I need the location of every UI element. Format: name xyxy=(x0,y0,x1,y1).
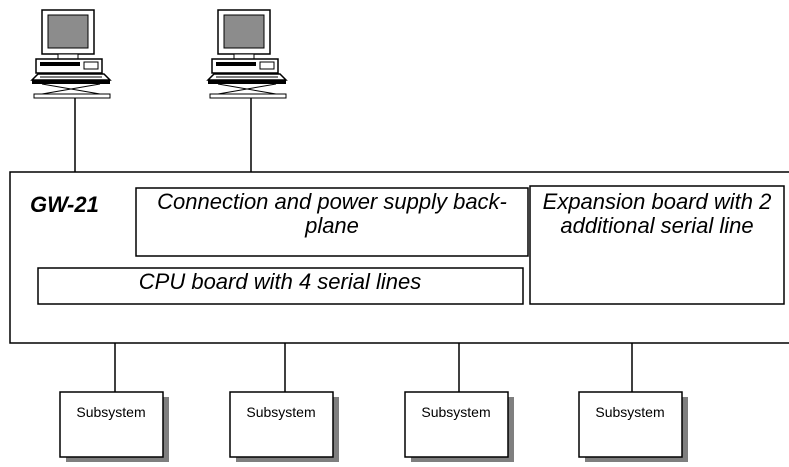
computer-workstation-icon xyxy=(30,9,112,99)
gateway-title: GW-21 xyxy=(30,192,99,217)
cpu-board-label: CPU board with 4 serial lines xyxy=(138,269,422,294)
expansion-board xyxy=(529,185,785,305)
subsystem-box-3 xyxy=(404,391,514,462)
backplane-board xyxy=(135,187,529,257)
cpu-board xyxy=(37,267,524,305)
backplane-label: Connection and power supply back-plane xyxy=(157,189,507,239)
subsystem-box-4 xyxy=(578,391,688,462)
expansion-board-label: Expansion board with 2 additional serial… xyxy=(542,189,772,239)
subsystem-box-1 xyxy=(59,391,169,462)
subsystem-label: Subsystem xyxy=(76,404,146,420)
subsystem-label: Subsystem xyxy=(421,404,491,420)
computer-workstation-icon xyxy=(206,9,288,99)
gateway-box xyxy=(9,171,789,344)
subsystem-box-2 xyxy=(229,391,339,462)
subsystem-label: Subsystem xyxy=(595,404,665,420)
subsystem-label: Subsystem xyxy=(246,404,316,420)
